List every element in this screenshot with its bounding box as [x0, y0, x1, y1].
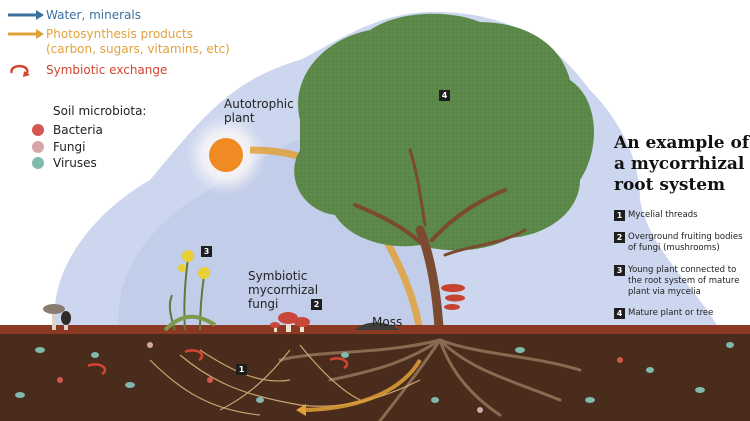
microbiota-bacteria-label: Bacteria [53, 123, 103, 137]
symbiotic-label-line1: Symbiotic [248, 269, 308, 283]
microbiota-bacteria: Bacteria [32, 123, 103, 137]
title-line3: root system [614, 175, 726, 195]
symbiotic-fungi-label: Symbiotic mycorrhizal fungi [248, 269, 318, 311]
microbiota-fungi: Fungi [32, 140, 85, 154]
key-text-3: Young plant connected to the root system… [628, 265, 740, 297]
autotrophic-label-line2: plant [224, 111, 255, 125]
badge-3: 3 [201, 246, 212, 257]
key-item-1: 1 Mycelial threads [614, 210, 750, 221]
key-badge-3: 3 [614, 265, 625, 276]
orange-arrow-icon [8, 29, 44, 39]
key-item-4: 4 Mature plant or tree [614, 308, 750, 319]
legend-photosynthesis-line1: Photosynthesis products [46, 27, 193, 41]
tree-roots [278, 338, 582, 421]
title-line2: a mycorrhizal [614, 154, 745, 174]
moss [355, 322, 400, 330]
soil-photosynthesis-arrow [299, 358, 422, 412]
legend-symbiotic-label: Symbiotic exchange [46, 63, 168, 77]
soil [0, 330, 750, 421]
microbiota-viruses: Viruses [32, 156, 97, 170]
key-badge-1: 1 [614, 210, 625, 221]
tree-trunk [353, 148, 527, 350]
symbiotic-label-line3: fungi [248, 297, 279, 311]
badge-2: 2 [311, 299, 322, 310]
key-text-4: Mature plant or tree [628, 308, 714, 318]
key-text-1: Mycelial threads [628, 210, 698, 220]
viruses-dot-icon [32, 157, 44, 169]
soil-arrowhead [296, 404, 306, 416]
key-text-2: Overground fruiting bodies of fungi (mus… [628, 232, 743, 253]
badge-4: 4 [439, 90, 450, 101]
bacteria-dot-icon [32, 124, 44, 136]
microbiota-fungi-label: Fungi [53, 140, 86, 154]
bracket-fungus [441, 284, 465, 310]
key-item-2: 2 Overground fruiting bodies of fungi (m… [614, 232, 750, 254]
mushrooms [270, 312, 310, 332]
legend-water: Water, minerals [6, 8, 230, 23]
legend: Water, minerals Photosynthesis products … [6, 8, 230, 82]
diagram-title: An example of a mycorrhizal root system [614, 133, 750, 196]
legend-water-label: Water, minerals [46, 8, 141, 22]
autotrophic-label-line1: Autotrophic [224, 97, 294, 111]
key-item-3: 3 Young plant connected to the root syst… [614, 265, 750, 298]
microbiota-title: Soil microbiota: [53, 104, 147, 118]
legend-symbiotic: Symbiotic exchange [6, 63, 230, 78]
mushrooms-left [43, 304, 71, 330]
badge-1: 1 [236, 364, 247, 375]
symbiotic-exchange-marks [87, 349, 349, 376]
symbiotic-exchange-icon [10, 64, 30, 77]
autotrophic-plant-label: Autotrophic plant [224, 97, 294, 125]
fungi-dot-icon [32, 141, 44, 153]
sun [209, 138, 243, 172]
mycelial-threads [149, 344, 421, 416]
young-plant [163, 250, 217, 332]
key-badge-2: 2 [614, 232, 625, 243]
soil-microbes [15, 342, 734, 413]
legend-photosynthesis-line2: (carbon, sugars, vitamins, etc) [46, 42, 230, 56]
blue-arrow-icon [8, 10, 44, 20]
moss-label: Moss [372, 315, 403, 329]
microbiota-viruses-label: Viruses [53, 156, 97, 170]
legend-photosynthesis: Photosynthesis products (carbon, sugars,… [6, 27, 230, 57]
key-badge-4: 4 [614, 308, 625, 319]
canopy-texture [294, 13, 594, 251]
title-line1: An example of [614, 133, 750, 153]
symbiotic-label-line2: mycorrhizal [248, 283, 319, 297]
